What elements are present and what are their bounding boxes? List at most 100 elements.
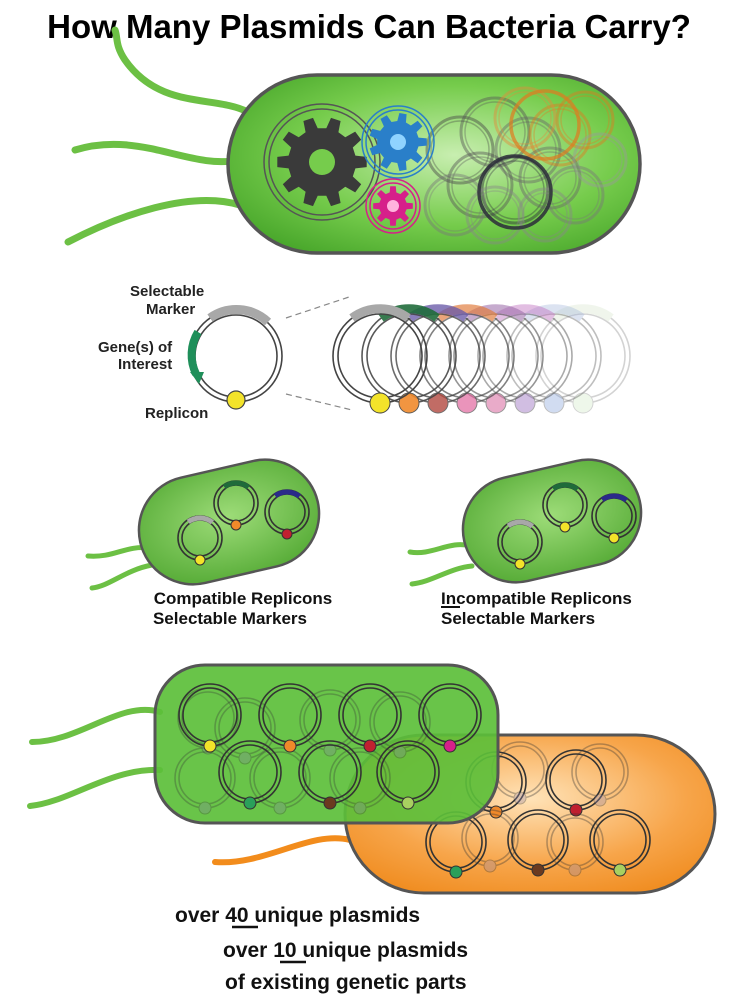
label-marker: Marker <box>146 301 195 318</box>
plasmid-ring-inner <box>218 701 272 755</box>
gear-ring <box>268 108 376 216</box>
plasmid-ring-inner <box>550 817 600 867</box>
plasmid <box>338 683 402 753</box>
plasmid-ring-inner <box>373 695 427 749</box>
plasmid <box>571 743 629 807</box>
gear-ring <box>361 105 435 179</box>
gene-arrow-icon <box>190 372 204 384</box>
gear-hole <box>390 134 406 150</box>
plasmid-ring-inner <box>575 747 625 797</box>
zoom-line <box>285 393 353 411</box>
plasmid-ring <box>249 747 311 809</box>
compatible-caption-2: Selectable Markers <box>153 609 307 628</box>
cell-plasmids <box>497 482 637 570</box>
label-selectable: Selectable <box>130 283 204 300</box>
flagellum <box>29 706 163 745</box>
library-plasmid <box>332 304 428 414</box>
flagellum-orange <box>212 835 353 866</box>
faded-plasmid <box>459 96 531 168</box>
plasmid <box>174 747 236 815</box>
replicon-dot <box>281 528 293 540</box>
faded-plasmid <box>423 173 487 237</box>
incompatible-rest: compatible Replicons <box>456 589 632 608</box>
green-cell-body <box>153 663 500 825</box>
replicon-dot <box>513 791 527 805</box>
plasmid-ring <box>332 308 428 404</box>
incompatible-cell <box>407 458 643 587</box>
cell-plasmids <box>177 480 310 566</box>
plasmid-backbone <box>189 309 283 403</box>
compatible-cell <box>85 458 321 591</box>
replicon-dot <box>401 796 415 810</box>
plasmid <box>178 683 242 753</box>
replicon-dot <box>323 743 337 757</box>
page-title: How Many Plasmids Can Bacteria Carry? <box>47 8 691 45</box>
replicon-dot <box>449 865 463 879</box>
marker-arc <box>349 304 411 322</box>
gear-ring <box>369 182 417 230</box>
marker-arc <box>523 304 585 322</box>
replicon-dot <box>353 801 367 815</box>
replicon-dot <box>559 521 571 533</box>
plasmid <box>418 683 482 753</box>
plasmid <box>218 740 282 810</box>
plasmid <box>461 809 519 873</box>
label-replicon: Replicon <box>145 405 208 422</box>
faded-plasmid <box>477 154 553 230</box>
plasmid-ring <box>361 308 457 404</box>
plasmid <box>329 747 391 815</box>
plasmid-ring <box>369 691 431 753</box>
faded-plasmid-inner <box>522 192 568 238</box>
faded-plasmid <box>528 103 592 167</box>
plasmid <box>497 519 543 570</box>
gear-hole <box>309 149 335 175</box>
replicon-dot <box>443 739 457 753</box>
plasmid-ring-inner <box>253 751 307 805</box>
replicon-dot <box>568 863 582 877</box>
marker-arc <box>506 519 534 529</box>
count-40: 40 <box>225 904 248 927</box>
replicon-dot <box>456 392 478 414</box>
replicon-dot <box>608 532 620 544</box>
replicon-dot <box>398 392 420 414</box>
replicon-dot <box>198 801 212 815</box>
plasmid-ring-inner <box>303 693 357 747</box>
replicon-dot <box>531 863 545 877</box>
library-plasmid <box>535 304 631 414</box>
flagellum <box>85 545 153 559</box>
plasmid-ring-inner <box>511 313 597 399</box>
replicon-dot <box>230 519 242 531</box>
plasmid-ring-inner <box>178 751 232 805</box>
faded-plasmid-inner <box>485 160 545 220</box>
gear-hole <box>387 200 399 212</box>
gene-arc <box>187 329 202 376</box>
bottom-bacteria <box>27 663 717 895</box>
replicon-dot <box>483 859 497 873</box>
plasmid-ring <box>214 697 276 759</box>
plasmid-ring <box>299 689 361 751</box>
gear-ring <box>365 109 431 175</box>
marker-arc <box>222 480 250 490</box>
plasmid <box>177 515 223 566</box>
replicon-dot <box>427 392 449 414</box>
plasmid-ring <box>461 809 519 867</box>
replicon-dot <box>593 793 607 807</box>
faded-plasmid-inner <box>577 137 623 183</box>
faded-plasmid <box>446 151 514 219</box>
faded-plasmid-inner <box>498 91 552 145</box>
plasmid-backbone-inner <box>194 314 278 398</box>
bottom-line-2: over 10 unique plasmids <box>223 939 468 962</box>
plasmid-ring-inner <box>540 313 626 399</box>
replicon-dot <box>543 392 565 414</box>
flagellum <box>89 562 155 591</box>
faded-plasmid <box>545 165 605 225</box>
plasmid <box>213 480 259 531</box>
faded-plasmid-cluster <box>423 86 628 245</box>
faded-plasmid <box>572 132 628 188</box>
replicon-dot <box>203 739 217 753</box>
marker-arc <box>273 489 301 499</box>
plasmid <box>591 493 637 544</box>
plasmid <box>546 813 604 877</box>
faded-plasmid <box>517 187 573 243</box>
